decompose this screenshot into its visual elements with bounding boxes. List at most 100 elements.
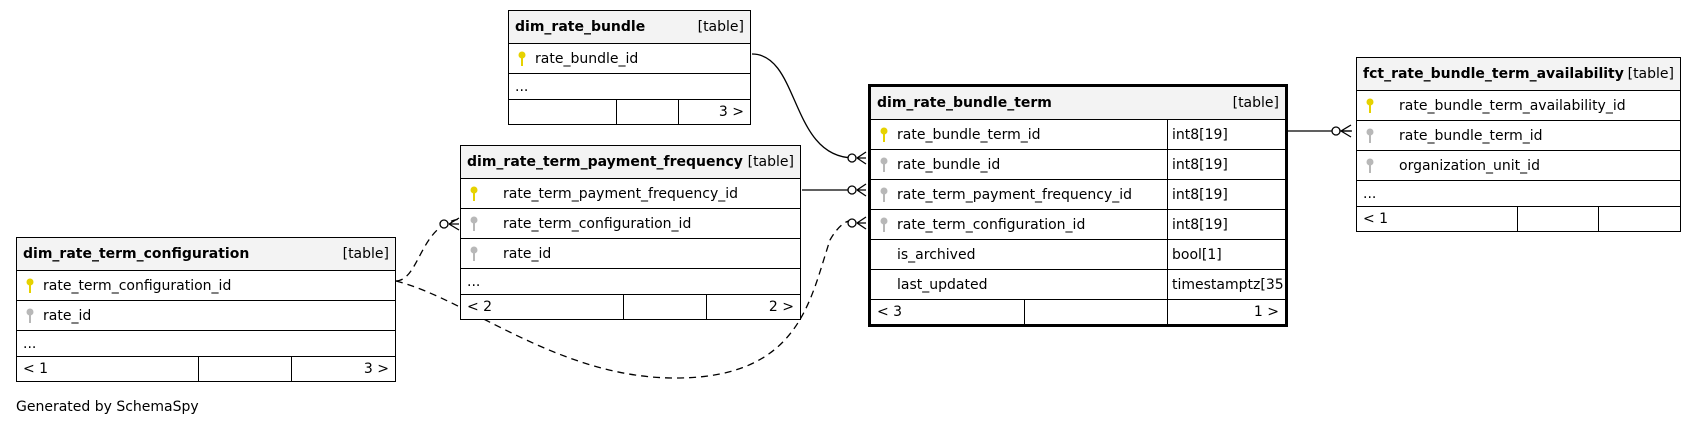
zero-marker bbox=[847, 185, 857, 195]
zero-marker bbox=[847, 218, 857, 228]
column-name: rate_term_configuration_id bbox=[503, 215, 692, 232]
zero-marker bbox=[1331, 126, 1341, 136]
table-name: dim_rate_bundle_term bbox=[877, 95, 1052, 111]
crow-foot-marker bbox=[856, 183, 867, 197]
table-name: dim_rate_term_configuration bbox=[23, 246, 250, 262]
column-row[interactable]: rate_id bbox=[461, 239, 800, 269]
table-name: fct_rate_bundle_term_availability bbox=[1363, 66, 1624, 82]
table-name: dim_rate_term_payment_frequency bbox=[467, 154, 743, 170]
table-footer: < 3 1 > bbox=[871, 300, 1285, 324]
column-row[interactable]: rate_bundle_id bbox=[509, 44, 750, 74]
table-dim-rate-term-configuration[interactable]: dim_rate_term_configuration [table] rate… bbox=[16, 237, 396, 382]
column-row[interactable]: rate_term_configuration_id bbox=[461, 209, 800, 239]
primary-key-icon bbox=[515, 51, 529, 67]
column-name: organization_unit_id bbox=[1399, 157, 1540, 174]
table-tag: [table] bbox=[1232, 95, 1279, 111]
schemaspy-credit: Generated by SchemaSpy bbox=[16, 399, 199, 415]
foreign-key-icon bbox=[1363, 128, 1377, 144]
column-row[interactable]: rate_term_payment_frequency_id int8[19] bbox=[871, 180, 1285, 210]
column-name: rate_id bbox=[43, 307, 92, 324]
column-row[interactable]: is_archived bool[1] bbox=[871, 240, 1285, 270]
column-row[interactable]: rate_id bbox=[17, 301, 395, 331]
column-row[interactable]: rate_bundle_term_id int8[19] bbox=[871, 120, 1285, 150]
table-tag: [table] bbox=[747, 154, 794, 170]
table-header: dim_rate_bundle_term [table] bbox=[871, 87, 1285, 120]
primary-key-icon bbox=[1363, 98, 1377, 114]
table-dim-rate-bundle-term[interactable]: dim_rate_bundle_term [table] rate_bundle… bbox=[868, 84, 1289, 327]
table-dim-rate-term-payment-frequency[interactable]: dim_rate_term_payment_frequency [table] … bbox=[460, 145, 801, 320]
more-columns: ... bbox=[461, 269, 800, 295]
footer-parents: < 2 bbox=[467, 299, 493, 315]
column-row[interactable]: rate_bundle_id int8[19] bbox=[871, 150, 1285, 180]
column-row[interactable]: rate_term_payment_frequency_id bbox=[461, 179, 800, 209]
table-dim-rate-bundle[interactable]: dim_rate_bundle [table] rate_bundle_id .… bbox=[508, 10, 751, 125]
foreign-key-icon bbox=[877, 187, 891, 203]
more-columns: ... bbox=[1357, 181, 1680, 207]
table-tag: [table] bbox=[697, 19, 744, 35]
zero-marker bbox=[439, 219, 449, 229]
column-name: rate_term_payment_frequency_id bbox=[503, 185, 739, 202]
column-name: rate_id bbox=[503, 245, 552, 262]
zero-marker bbox=[847, 153, 857, 163]
column-row[interactable]: rate_bundle_term_availability_id bbox=[1357, 91, 1680, 121]
column-type: bool[1] bbox=[1167, 240, 1222, 269]
column-row[interactable]: rate_term_configuration_id bbox=[17, 271, 395, 301]
foreign-key-icon bbox=[467, 216, 481, 232]
footer-children: 3 > bbox=[678, 100, 750, 124]
footer-middle bbox=[623, 295, 706, 319]
footer-parents: < 1 bbox=[1363, 211, 1389, 227]
edge-configuration-to-bundle-term bbox=[395, 219, 855, 379]
table-header: dim_rate_term_configuration [table] bbox=[17, 238, 395, 271]
column-row[interactable]: organization_unit_id bbox=[1357, 151, 1680, 181]
footer-middle bbox=[1517, 207, 1598, 231]
footer-children bbox=[1598, 207, 1680, 231]
footer-middle bbox=[616, 100, 678, 124]
table-fct-rate-bundle-term-availability[interactable]: fct_rate_bundle_term_availability [table… bbox=[1356, 57, 1681, 232]
crow-foot-marker bbox=[856, 151, 867, 165]
foreign-key-icon bbox=[1363, 158, 1377, 174]
column-name: last_updated bbox=[897, 276, 988, 293]
column-name: rate_bundle_id bbox=[535, 50, 639, 67]
column-name: rate_term_payment_frequency_id bbox=[897, 186, 1133, 203]
column-name: is_archived bbox=[897, 246, 976, 263]
column-name: rate_term_configuration_id bbox=[897, 216, 1086, 233]
column-name: rate_bundle_term_id bbox=[1399, 127, 1543, 144]
footer-children: 2 > bbox=[706, 295, 800, 319]
edge-rate-bundle bbox=[751, 53, 855, 159]
table-header: dim_rate_bundle [table] bbox=[509, 11, 750, 44]
crow-foot-marker bbox=[448, 217, 460, 231]
foreign-key-icon bbox=[877, 217, 891, 233]
foreign-key-icon bbox=[23, 308, 37, 324]
table-name: dim_rate_bundle bbox=[515, 19, 646, 35]
footer-parents: < 1 bbox=[23, 361, 49, 377]
primary-key-icon bbox=[467, 186, 481, 202]
foreign-key-icon bbox=[467, 246, 481, 262]
footer-parents: < 3 bbox=[877, 304, 903, 320]
footer-children: 3 > bbox=[291, 357, 395, 381]
table-footer: < 1 3 > bbox=[17, 357, 395, 381]
column-row[interactable]: rate_term_configuration_id int8[19] bbox=[871, 210, 1285, 240]
footer-middle bbox=[198, 357, 291, 381]
edge-markers bbox=[439, 124, 1352, 231]
column-name: rate_bundle_id bbox=[897, 156, 1001, 173]
primary-key-icon bbox=[23, 278, 37, 294]
column-type: int8[19] bbox=[1167, 120, 1228, 149]
table-tag: [table] bbox=[1627, 66, 1674, 82]
table-footer: 3 > bbox=[509, 100, 750, 124]
table-header: dim_rate_term_payment_frequency [table] bbox=[461, 146, 800, 179]
table-footer: < 1 bbox=[1357, 207, 1680, 231]
column-row[interactable]: rate_bundle_term_id bbox=[1357, 121, 1680, 151]
column-name: rate_term_configuration_id bbox=[43, 277, 232, 294]
foreign-key-icon bbox=[877, 157, 891, 173]
column-type: int8[19] bbox=[1167, 210, 1228, 239]
table-tag: [table] bbox=[342, 246, 389, 262]
column-type: int8[19] bbox=[1167, 150, 1228, 179]
footer-middle bbox=[1024, 300, 1167, 324]
more-columns: ... bbox=[509, 74, 750, 100]
column-name: rate_bundle_term_availability_id bbox=[1399, 97, 1626, 114]
footer-children: 1 > bbox=[1167, 300, 1285, 324]
more-columns: ... bbox=[17, 331, 395, 357]
column-row[interactable]: last_updated timestamptz[35] bbox=[871, 270, 1289, 300]
crow-foot-marker bbox=[1340, 124, 1352, 138]
